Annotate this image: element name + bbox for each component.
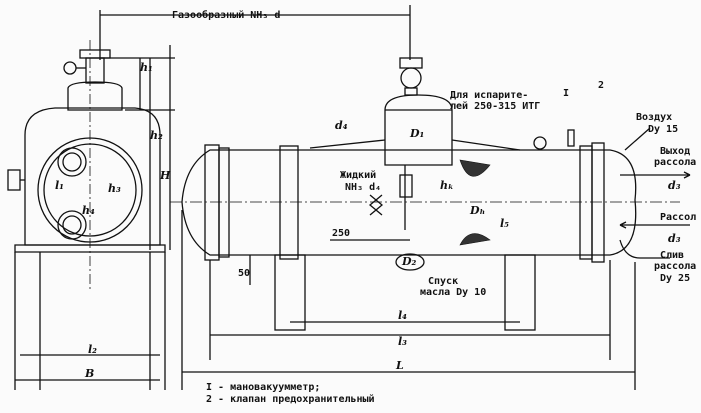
dim-250: 250	[332, 228, 351, 239]
dim-l5: l₅	[500, 217, 509, 230]
dim-l1: l₁	[55, 179, 64, 192]
evaporator-note-1: Для испарите-	[450, 90, 529, 101]
callout-2: 2	[598, 80, 605, 91]
liquid-label-1: Жидкий	[340, 170, 377, 181]
dim-h1: h₁	[140, 61, 153, 74]
dim-l2: l₂	[88, 343, 97, 356]
callout-1: I	[563, 88, 570, 99]
main-view	[170, 57, 691, 390]
dim-D2: D₂	[402, 255, 417, 268]
dim-d4: d₄	[335, 119, 348, 132]
evaporator-note-2: лей 250-315 ИТГ	[450, 101, 541, 112]
dim-l3: l₃	[398, 335, 407, 348]
top-dimension-line	[99, 5, 411, 60]
end-view	[7, 40, 175, 390]
dim-l4: l₄	[398, 309, 407, 322]
dim-50: 50	[238, 268, 251, 279]
air-label: Воздух	[636, 112, 673, 123]
oil-drain-1: Спуск	[428, 276, 459, 287]
brine-in-label: Рассол	[660, 212, 697, 223]
dim-hk: hₖ	[440, 179, 454, 192]
brine-out-d3: d₃	[668, 179, 681, 192]
dim-B: B	[85, 367, 95, 380]
dim-L: L	[396, 359, 404, 372]
brine-drain-dy: Dy 25	[660, 273, 691, 284]
brine-out-label-1: Выход	[660, 146, 691, 157]
dim-H: H	[160, 169, 171, 182]
dim-h4: h₄	[82, 204, 95, 217]
dim-h3: h₃	[108, 182, 121, 195]
brine-out-label-2: рассола	[654, 157, 697, 168]
dim-h2: h₂	[150, 129, 163, 142]
brine-drain-2: рассола	[654, 261, 697, 272]
dim-D1: D₁	[410, 127, 425, 140]
liquid-label-2: NH₃ d₄	[345, 182, 382, 193]
brine-drain-1: Слив	[660, 250, 685, 261]
oil-drain-2: масла Dy 10	[420, 287, 487, 298]
gaseous-nh3-label: Газообразный NH₃ d	[172, 10, 281, 21]
dim-Dh: Dₕ	[470, 204, 486, 217]
legend-2: 2 - клапан предохранительный	[206, 394, 375, 405]
air-dy: Dy 15	[648, 124, 679, 135]
legend-1: I - мановакуумметр;	[206, 382, 321, 393]
brine-in-d3: d₃	[668, 232, 681, 245]
